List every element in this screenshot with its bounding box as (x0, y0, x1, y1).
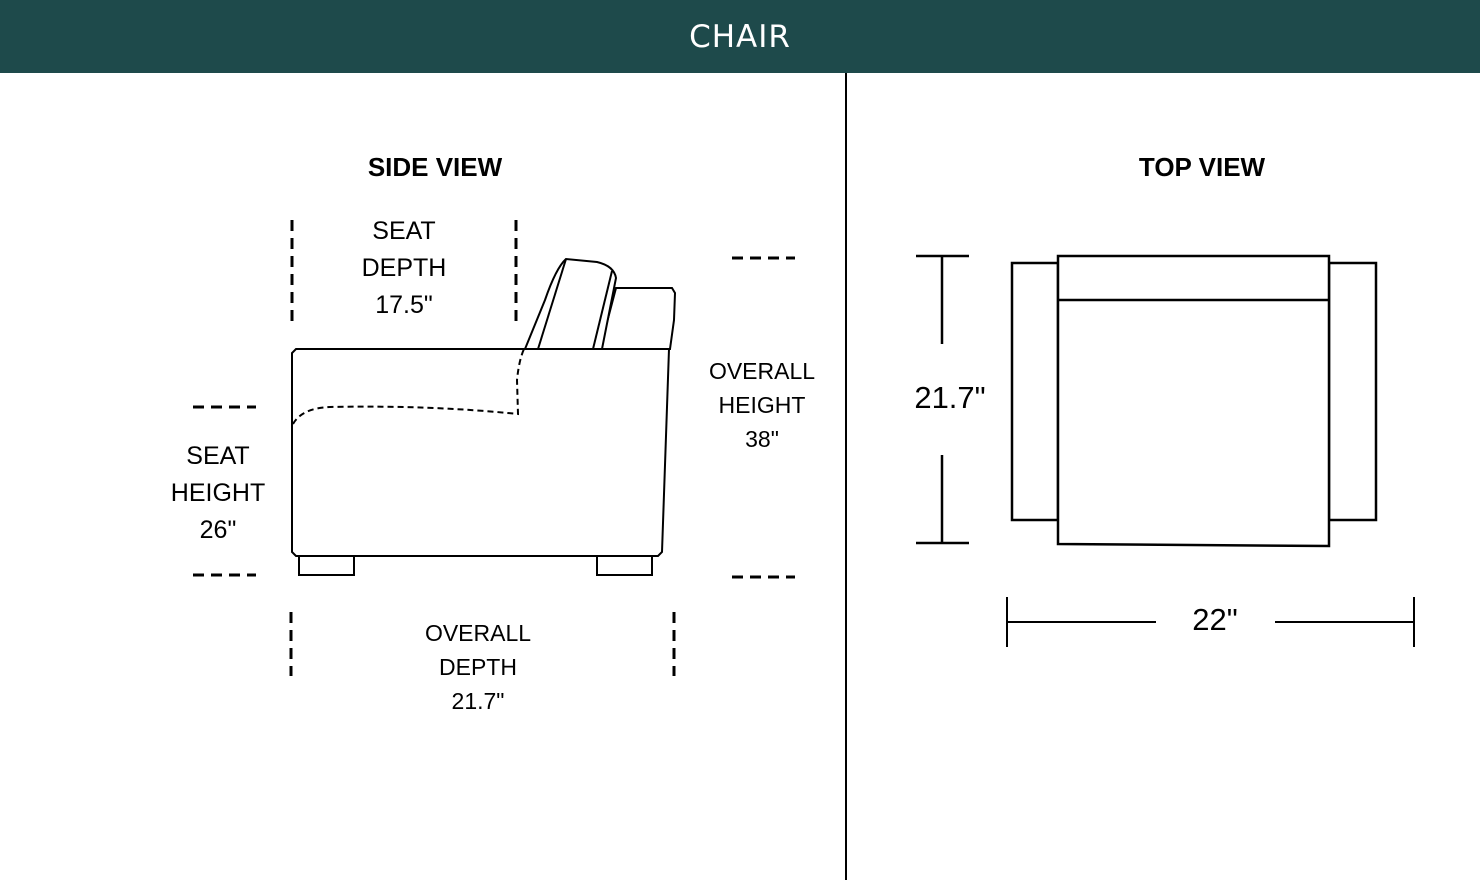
overall-depth-value: 21.7" (451, 688, 505, 714)
overall-height-line2: HEIGHT (718, 392, 806, 418)
width-dimension-line (1006, 597, 1415, 647)
seat-height-line1: SEAT (186, 442, 250, 470)
right-arm (1327, 261, 1378, 522)
view-divider (845, 73, 847, 880)
overall-depth-label: OVERALL DEPTH 21.7" (413, 616, 543, 718)
overall-depth-line2: DEPTH (439, 654, 517, 680)
page-title: CHAIR (689, 18, 791, 55)
header-bar: CHAIR (0, 0, 1480, 73)
seat-hidden-line (292, 348, 525, 425)
top-depth-value: 21.7" (914, 380, 986, 415)
seat-depth-line2: DEPTH (361, 254, 447, 282)
seat-depth-label: SEAT DEPTH 17.5" (344, 213, 464, 324)
side-view-title: SIDE VIEW (367, 152, 503, 182)
top-view-title: TOP VIEW (1138, 152, 1266, 182)
left-arm (1010, 261, 1060, 522)
chair-side-outline (291, 257, 677, 576)
seat-height-label: SEAT HEIGHT 26" (158, 438, 278, 549)
seat-depth-line1: SEAT (372, 217, 436, 245)
chair-top-outline (1010, 254, 1378, 548)
overall-height-line1: OVERALL (708, 358, 816, 384)
seat-body (1056, 254, 1331, 548)
seat-depth-value: 17.5" (375, 291, 433, 319)
seat-height-value: 26" (199, 516, 237, 544)
seat-height-line2: HEIGHT (170, 479, 266, 507)
depth-dimension-line (916, 254, 969, 545)
overall-depth-line1: OVERALL (424, 620, 532, 646)
overall-height-label: OVERALL HEIGHT 38" (697, 354, 827, 456)
top-width-value: 22" (1192, 602, 1238, 637)
overall-height-value: 38" (745, 426, 779, 452)
